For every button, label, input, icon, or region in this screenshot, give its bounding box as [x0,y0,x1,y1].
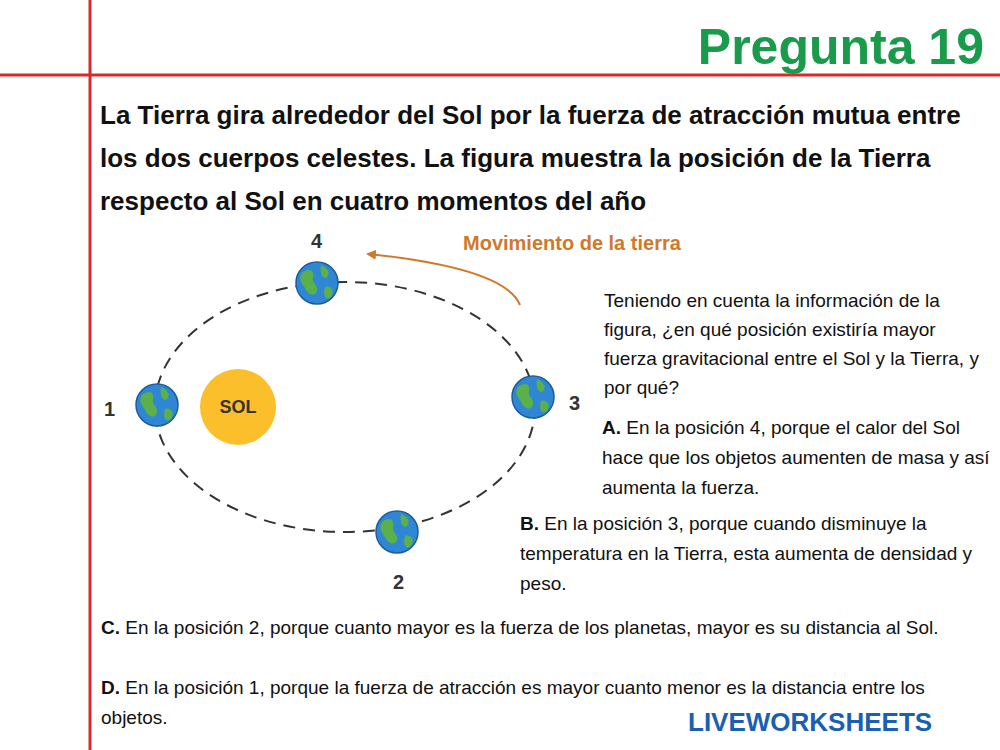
callout-number: 3 [569,392,580,415]
margin-line [89,0,92,750]
option-block: A. En la posición 4, porque el calor del… [602,413,992,503]
question-intro: La Tierra gira alrededor del Sol por la … [100,94,995,223]
watermark: LIVEWORKSHEETS [688,707,932,738]
option-text: En la posición 4, porque el calor del So… [602,417,990,498]
option-block: B. En la posición 3, porque cuando dismi… [520,509,992,599]
motion-arrow [368,254,520,305]
option-text: En la posición 3, porque cuando disminuy… [520,513,972,594]
callout-number: 4 [311,230,322,253]
callout-number: 2 [393,571,404,594]
motion-label: Movimiento de la tierra [463,232,681,255]
earth-icon [512,376,554,418]
earth-icon [136,384,178,426]
option-text: En la posición 2, porque cuanto mayor es… [125,617,938,638]
title: Pregunta 19 [698,18,984,76]
option-letter: D. [101,677,120,698]
question-text: Teniendo en cuenta la información de la … [604,286,989,402]
orbit-path [155,282,535,532]
option-block: C. En la posición 2, porque cuanto mayor… [101,613,991,643]
sun-label: SOL [219,397,256,418]
sun-circle: SOL [200,369,276,445]
earth-icon [376,511,418,553]
callout-number: 1 [104,398,115,421]
option-letter: A. [602,417,621,438]
option-letter: C. [101,617,120,638]
option-letter: B. [520,513,539,534]
earth-icon [296,262,338,304]
